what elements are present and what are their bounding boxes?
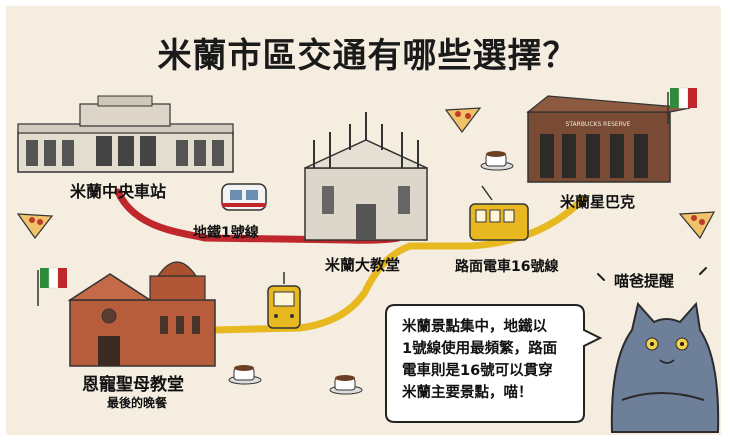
label-metro-line: 地鐵1號線	[193, 225, 259, 241]
tip-line: 1號線使用最頻繁，路面	[402, 341, 558, 357]
pizza-icon-1	[16, 213, 54, 240]
tram-line-16-route	[208, 196, 586, 334]
santa-maria-illustration	[67, 261, 216, 367]
label-santa-maria: 恩寵聖母教堂	[82, 375, 184, 395]
metro-train-illustration	[221, 183, 267, 211]
cat-badge: 喵爸提醒	[614, 272, 675, 290]
tram-left-illustration	[267, 272, 301, 329]
coffee-cup-icon-3	[329, 375, 363, 395]
italian-flag-icon-left	[37, 267, 67, 306]
pizza-icon-2	[444, 107, 482, 134]
coffee-cup-icon-1	[480, 151, 514, 171]
label-tram-line: 路面電車16號線	[455, 259, 559, 275]
tip-line: 米蘭景點集中，地鐵以	[402, 319, 547, 335]
label-duomo: 米蘭大教堂	[325, 256, 401, 274]
starbucks-building-illustration: STARBUCKS RESERVE	[526, 95, 691, 183]
label-starbucks: 米蘭星巴克	[560, 193, 636, 211]
label-last-supper: 最後的晚餐	[107, 396, 168, 410]
tip-line: 電車則是16號可以貫穿	[402, 363, 553, 379]
starbucks-sign: STARBUCKS RESERVE	[566, 121, 631, 128]
badge-accent-icon	[597, 267, 707, 281]
label-central-station: 米蘭中央車站	[70, 182, 167, 201]
cat-tip-text: 米蘭景點集中，地鐵以 1號線使用最頻繁，路面 電車則是16號可以貫穿 米蘭主要景…	[402, 316, 572, 404]
page-title: 米蘭市區交通有哪些選擇？	[157, 36, 578, 76]
tip-line: 米蘭主要景點，喵！	[402, 385, 533, 401]
duomo-illustration	[304, 112, 428, 241]
cat-mascot-illustration	[610, 301, 720, 433]
italian-flag-icon-right	[667, 87, 697, 124]
pizza-icon-3	[678, 211, 716, 240]
coffee-cup-icon-2	[228, 365, 262, 385]
central-station-illustration	[17, 95, 234, 173]
tram-right-illustration	[469, 185, 529, 241]
speech-bubble	[385, 304, 603, 423]
